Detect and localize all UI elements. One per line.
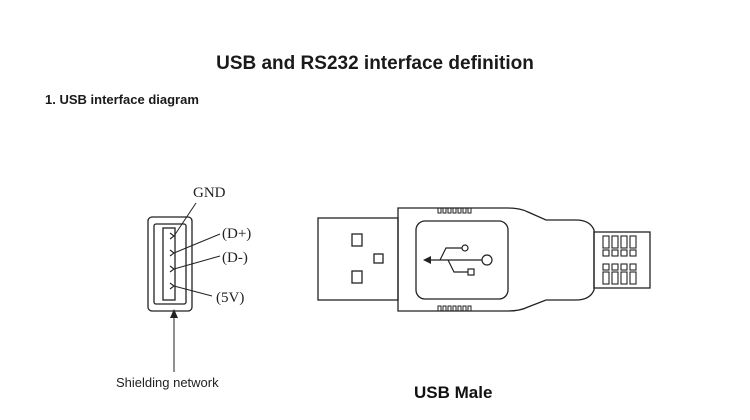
male-usb-plug — [317, 207, 651, 312]
female-usb-port — [147, 216, 193, 312]
section-heading: 1. USB interface diagram — [45, 92, 199, 107]
pin-leader-lines — [173, 202, 221, 297]
pin-marker-5v — [169, 282, 175, 290]
shield-caption: Shielding network — [116, 375, 219, 390]
strain-relief-block — [593, 231, 651, 289]
shield-arrow — [170, 309, 178, 372]
plug-bottom-ridges — [437, 305, 472, 311]
label-d-minus: (D-) — [222, 250, 248, 266]
pin-marker-dminus — [169, 265, 175, 273]
plug-hole-top — [351, 233, 363, 247]
leader-gnd — [173, 202, 197, 237]
usb-trident-icon — [423, 244, 493, 276]
plug-hole-middle — [373, 253, 384, 264]
leader-dplus — [173, 233, 221, 254]
leader-dminus — [173, 255, 221, 270]
plug-logo-panel — [415, 220, 509, 300]
page-title: USB and RS232 interface definition — [216, 53, 534, 74]
leader-5v — [173, 285, 213, 297]
label-d-plus: (D+) — [222, 226, 251, 242]
port-contact-tongue — [162, 227, 176, 301]
pin-marker-gnd — [169, 232, 175, 240]
pin-marker-dplus — [169, 249, 175, 257]
plug-body — [397, 207, 595, 312]
plug-top-ridges — [437, 208, 472, 214]
label-5v: (5V) — [216, 290, 244, 306]
plug-strain-relief — [593, 231, 651, 289]
label-gnd: GND — [193, 185, 226, 201]
plug-metal-head — [317, 217, 399, 301]
port-inner-frame — [153, 223, 187, 305]
plug-hole-bottom — [351, 270, 363, 284]
male-plug-caption: USB Male — [414, 383, 493, 402]
